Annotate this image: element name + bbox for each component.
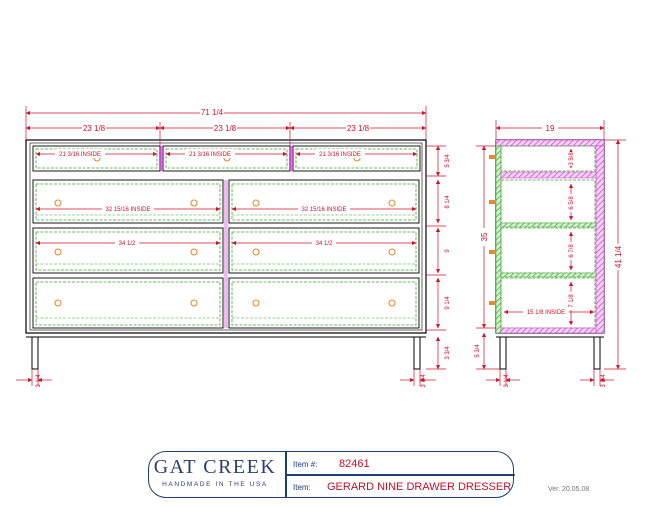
drawer-interior [231,183,417,221]
foot-inset-label: 3 1/4 [601,374,607,388]
front-view: 71 1/4 23 1/8 23 1/8 23 1/8 21 3/16 INSI… [16,106,451,388]
row-height-label: 9 1/4 [445,296,451,310]
small-drawer-inside-label: 21 3/16 INSIDE [319,152,361,158]
pull-knob [54,199,62,207]
front-right-leg [413,336,421,370]
side-rail [500,171,597,179]
front-case [25,139,427,334]
front-dimensions [16,106,446,386]
drawer [228,277,420,329]
side-front-frame [495,145,502,334]
drawer-divider [224,180,228,328]
pull-knob [190,299,198,307]
item-label: Item: [293,483,311,492]
side-back-panel [595,145,605,334]
pull-knob [54,299,62,307]
side-drawer-box [500,145,596,172]
drawer-divider [160,146,163,171]
drawer-interior [231,231,417,271]
side-drawer-box [500,277,596,329]
side-pull [489,301,496,305]
overall-width-label: 71 1/4 [201,108,224,117]
item-name-value: GERARD NINE DRAWER DRESSER [327,481,512,493]
pull-knob [54,248,62,256]
drawer-interior [35,281,221,326]
foot-inset-label: 3 1/4 [504,374,510,388]
pull-knob [388,199,396,207]
overall-height-label: 41 1/4 [614,245,623,268]
foot-height-label: 5 3/4 [475,344,481,358]
drawer [32,179,224,224]
side-case [495,139,605,334]
section-width-label: 23 1/8 [83,124,106,133]
side-rail [500,327,597,334]
pull-knob [252,199,260,207]
foot-inset-label: 3 1/4 [36,374,42,388]
front-dimension-labels: 71 1/4 23 1/8 23 1/8 23 1/8 21 3/16 INSI… [36,106,451,388]
row-height-label: 5 3/4 [445,154,451,168]
pull-knob [190,248,198,256]
pull-knob [190,199,198,207]
wide-drawer-inside-label: 32 15/16 INSIDE [105,207,150,213]
drawer-interior [231,281,417,326]
wide-drawer-inside-label: 32 15/16 INSIDE [301,207,346,213]
brand-name: GAT CREEK [153,456,277,478]
drawer-width-label: 34 1/2 [316,241,333,247]
pull-knob [388,248,396,256]
large-drawer-rows [32,179,420,329]
foot-inset-label: 3 1/4 [421,374,427,388]
version-label: Ver. 20.05.08 [548,486,590,493]
drawer-width-label: 34 1/2 [119,241,136,247]
inside-height-label: 6 5/8 [569,196,575,210]
inside-height-label: 6 7/8 [569,244,575,258]
side-drawer-box [500,227,596,274]
side-dimension-labels: 19 35 41 1/4 5 3/4 3 5/8 6 5/8 6 7/8 7 1… [475,122,624,388]
title-block: GAT CREEK HANDMADE IN THE USA Item #: 82… [148,451,515,498]
item-number-label: Item #: [293,460,318,469]
side-rail [500,222,597,228]
item-number-value: 82461 [339,458,370,470]
section-width-label: 23 1/8 [214,124,237,133]
drawer-depth-label: 15 1/8 INSIDE [527,310,565,316]
small-drawer-inside-label: 21 3/16 INSIDE [189,152,231,158]
depth-label: 19 [546,124,555,133]
drawer-divider [290,146,293,171]
gat-creek-logo: GAT CREEK HANDMADE IN THE USA [149,456,281,496]
side-top-panel [495,139,605,147]
drawer [32,277,224,329]
inner-height-label: 35 [480,232,489,241]
side-drawer-box [500,179,596,224]
side-rail [500,272,597,278]
pull-knob [252,299,260,307]
side-pull [489,250,496,254]
row-height-label: 9 [445,249,451,253]
pull-knob [252,248,260,256]
drawer-interior [35,231,221,271]
row-height-label: 8 1/4 [445,195,451,209]
side-leg [499,336,507,370]
drawer [32,227,224,274]
side-pull [489,200,496,204]
drawer-interior [35,183,221,221]
title-block-rule [285,474,515,476]
inside-height-label: 3 5/8 [569,152,575,166]
small-drawer-inside-label: 21 3/16 INSIDE [59,152,101,158]
inside-height-label: 7 1/8 [569,294,575,308]
front-case-inner [29,142,423,331]
front-left-leg [31,336,39,370]
drawer [228,179,420,224]
drawer [228,227,420,274]
leg-height-label: 3 3/4 [445,346,451,360]
side-pull [489,155,496,159]
brand-tagline: HANDMADE IN THE USA [162,481,268,488]
section-width-label: 23 1/8 [347,124,370,133]
side-view: 19 35 41 1/4 5 3/4 3 5/8 6 5/8 6 7/8 7 1… [475,120,626,388]
side-leg [593,336,601,370]
pull-knob [388,299,396,307]
